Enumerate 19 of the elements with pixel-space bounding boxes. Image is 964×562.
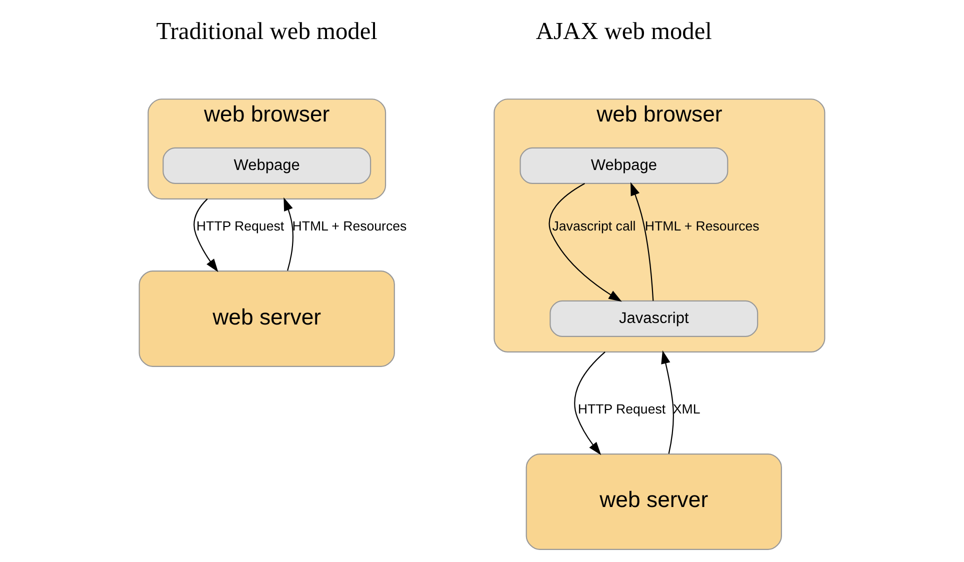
arrow (630, 182, 654, 301)
arrow (548, 183, 622, 302)
node-box: Webpage (520, 147, 728, 184)
node-box: web server (138, 270, 395, 367)
edge-label: HTTP Request (578, 402, 666, 417)
node-box: Javascript (550, 300, 758, 337)
label: AJAX web model (536, 18, 712, 45)
edge-label: XML (672, 402, 700, 417)
edge-label: HTML + Resources (644, 218, 760, 234)
edge-label: HTTP Request (196, 218, 284, 234)
node-box: web server (526, 453, 782, 550)
arrow (661, 350, 674, 454)
edge-label: Javascript call (552, 218, 636, 234)
arrow (284, 197, 294, 271)
node-box: Webpage (162, 147, 372, 184)
arrow (574, 352, 606, 456)
arrow (194, 198, 218, 272)
label: Traditional web model (156, 18, 378, 45)
edge-label: HTML + Resources (292, 218, 407, 234)
